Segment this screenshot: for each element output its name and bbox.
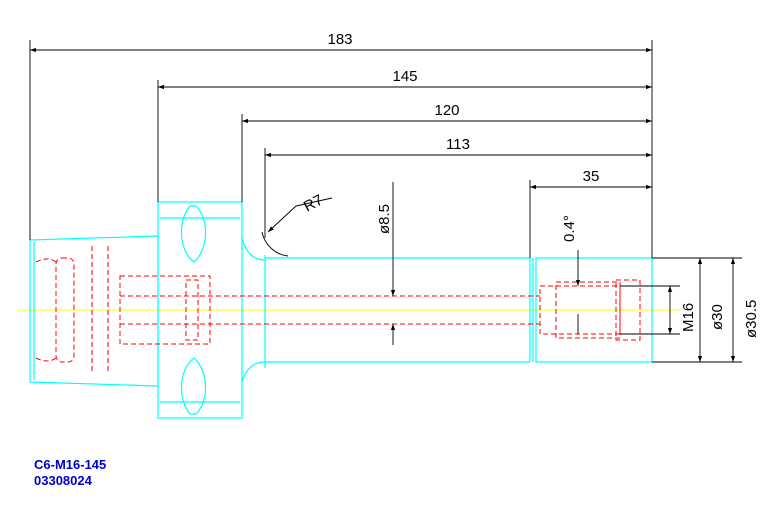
dim-diameter-30-5: ø30.5 xyxy=(743,300,760,338)
dim-120: 120 xyxy=(434,102,459,119)
article-code-label: 03308024 xyxy=(34,473,92,488)
dim-145: 145 xyxy=(392,68,417,85)
part-number-label: C6-M16-145 xyxy=(34,457,107,472)
part-outline xyxy=(29,201,653,419)
dimension-lines xyxy=(29,40,742,363)
dim-r7: R7 xyxy=(301,192,326,216)
dim-angle: 0.4° xyxy=(561,215,578,242)
dim-diameter-30: ø30 xyxy=(709,304,726,330)
dim-113: 113 xyxy=(446,136,470,153)
dim-35: 35 xyxy=(583,168,600,185)
hidden-lines xyxy=(35,246,641,374)
dim-bore-diameter: ø8.5 xyxy=(376,204,393,234)
dim-thread: M16 xyxy=(680,303,697,332)
dim-183: 183 xyxy=(327,31,352,48)
